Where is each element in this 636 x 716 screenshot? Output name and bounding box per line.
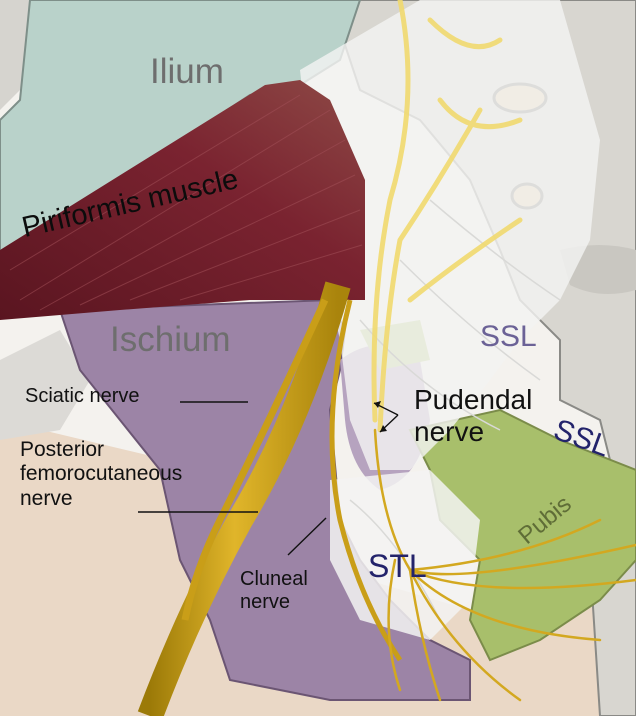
label-cluneal-nerve: Cluneal nerve [240,568,308,614]
label-ilium: Ilium [150,54,224,89]
label-stl: STL [368,550,427,582]
label-pudendal-nerve: Pudendal nerve [414,384,532,449]
label-posterior-femorocutaneous-nerve: Posterior femorocutaneous nerve [20,438,182,511]
label-ischium: Ischium [110,322,231,357]
label-sciatic-nerve: Sciatic nerve [25,386,140,406]
label-ssl-upper: SSL [480,322,537,352]
